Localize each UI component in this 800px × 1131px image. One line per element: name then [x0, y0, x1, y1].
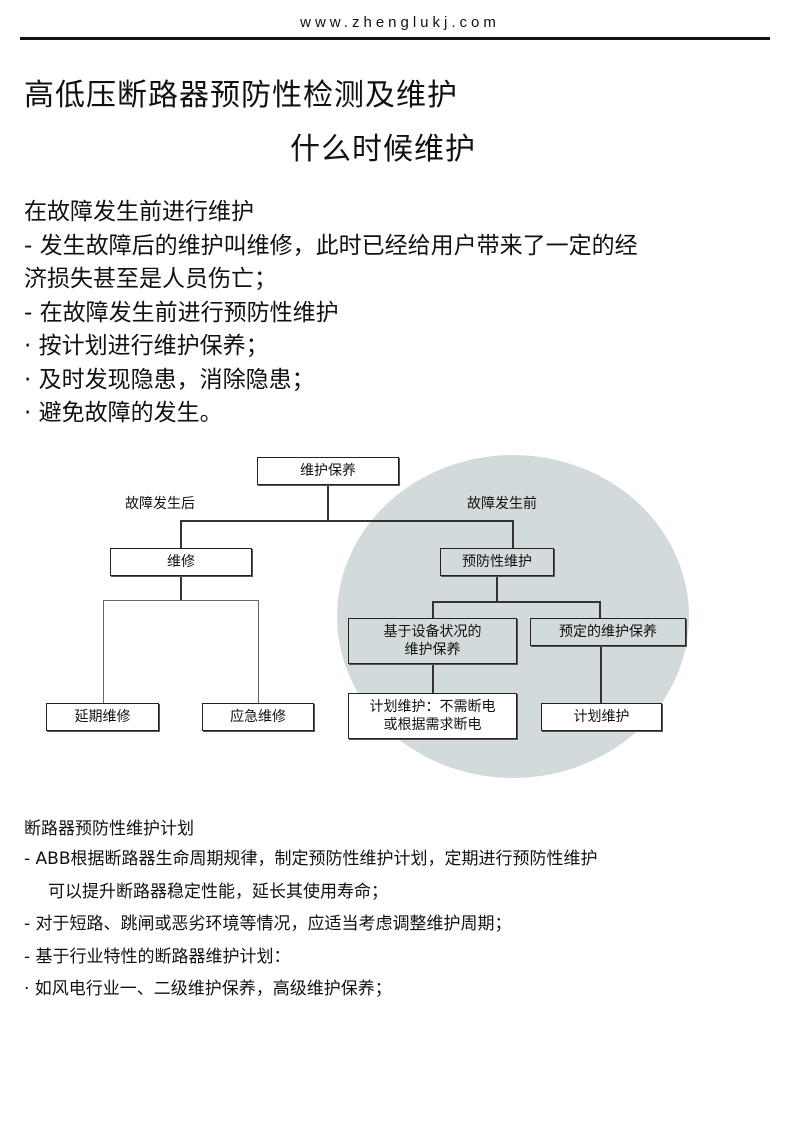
- intro-line: - 在故障发生前进行预防性维护: [24, 299, 339, 326]
- node-text: 基于设备状况的: [383, 624, 482, 640]
- intro-line: 在故障发生前进行维护: [24, 199, 254, 225]
- label-after-failure: 故障发生后: [125, 496, 195, 512]
- connector: [496, 575, 498, 602]
- node-planned: 计划维护: [541, 703, 662, 731]
- plan-line: · 如风电行业一、二级维护保养，高级维护保养；: [24, 979, 392, 999]
- node-scheduled: 预定的维护保养: [530, 618, 686, 646]
- connector: [599, 601, 601, 619]
- connector: [180, 520, 182, 548]
- node-planned-outage: 计划维护：不需断电 或根据需求断电: [348, 693, 517, 739]
- node-emergency: 应急维修: [202, 703, 314, 731]
- plan-line: - 基于行业特性的断路器维护计划：: [24, 946, 291, 967]
- maintenance-diagram: 维护保养 故障发生后 故障发生前 维修 预防性维护 基于设备状况的 维护保养 预…: [0, 440, 800, 790]
- connector: [258, 600, 259, 704]
- section-heading: 断路器预防性维护计划: [24, 819, 194, 839]
- page-title: 高低压断路器预防性检测及维护: [24, 78, 458, 113]
- node-condition-based: 基于设备状况的 维护保养: [348, 618, 517, 664]
- intro-line: · 按计划进行维护保养；: [24, 333, 269, 359]
- intro-line: 济损失甚至是人员伤亡；: [24, 266, 277, 292]
- node-deferred: 延期维修: [46, 703, 159, 731]
- plan-line: 可以提升断路器稳定性能，延长其使用寿命；: [48, 881, 388, 902]
- intro-line: · 避免故障的发生。: [24, 400, 223, 426]
- connector: [512, 520, 514, 548]
- node-text: 计划维护：不需断电: [369, 699, 496, 715]
- label-before-failure: 故障发生前: [467, 496, 537, 512]
- node-preventive: 预防性维护: [440, 548, 554, 576]
- plan-line: - 对于短路、跳闸或恶劣环境等情况，应适当考虑调整维护周期；: [24, 914, 512, 934]
- node-text: 或根据需求断电: [383, 717, 482, 733]
- intro-line: · 及时发现隐患，消除隐患；: [24, 366, 315, 393]
- connector: [103, 600, 259, 601]
- node-text: 维护保养: [404, 642, 461, 658]
- connector: [600, 645, 602, 704]
- connector: [432, 601, 434, 619]
- node-maintenance: 维护保养: [257, 457, 399, 485]
- plan-line: - ABB根据断路器生命周期规律，制定预防性维护计划，定期进行预防性维护: [24, 849, 598, 869]
- connector: [432, 663, 434, 694]
- connector: [180, 520, 513, 522]
- connector: [432, 601, 600, 603]
- header-rule: [20, 37, 770, 40]
- connector: [327, 484, 329, 521]
- intro-text: 在故障发生前进行维护 - 发生故障后的维护叫维修，此时已经给用户带来了一定的经 …: [24, 196, 638, 431]
- plan-text: - ABB根据断路器生命周期规律，制定预防性维护计划，定期进行预防性维护 可以提…: [24, 843, 598, 1006]
- page-subtitle: 什么时候维护: [290, 132, 476, 167]
- connector: [103, 600, 104, 704]
- node-repair: 维修: [110, 548, 252, 576]
- intro-line: - 发生故障后的维护叫维修，此时已经给用户带来了一定的经: [24, 232, 638, 259]
- connector: [180, 575, 182, 600]
- site-url: www.zhenglukj.com: [300, 14, 500, 31]
